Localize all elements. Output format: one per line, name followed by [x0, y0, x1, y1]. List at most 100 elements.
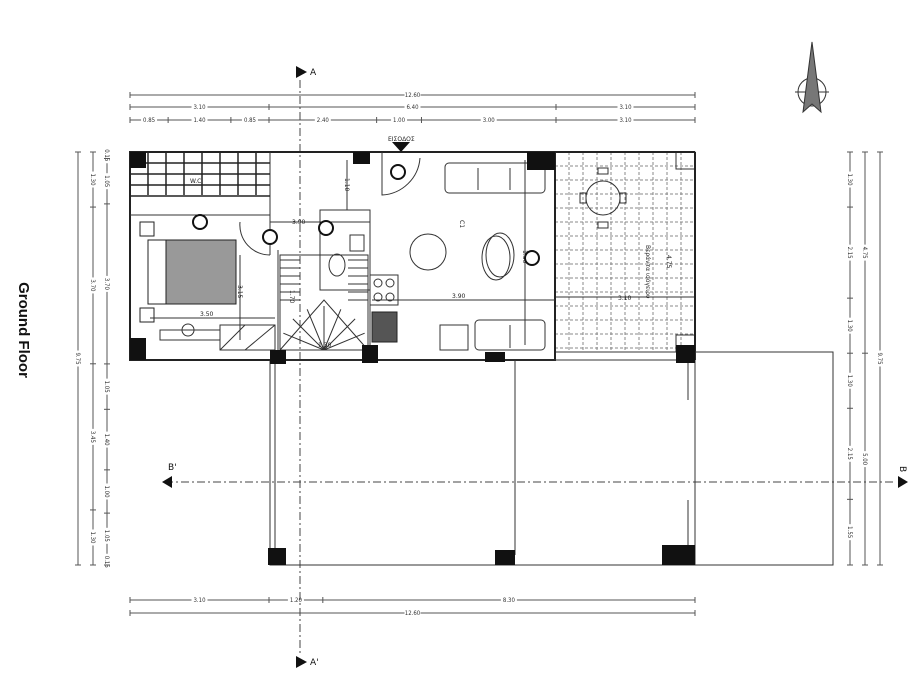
wc-tiles: [129, 151, 270, 197]
living-label: C1: [458, 220, 465, 228]
entry-height: 1.10: [343, 178, 350, 192]
stair-step: [323, 332, 365, 351]
stair-step: [292, 318, 325, 351]
section-label-b-prime: B': [168, 463, 177, 473]
dimension-label: 4.75: [861, 247, 868, 259]
dimension-label: 3.00: [483, 117, 496, 124]
dimension-label-bg: [74, 350, 82, 367]
dimension-label: 6.40: [406, 104, 419, 111]
dimension-label: 1.55: [846, 526, 853, 538]
veranda-width: 3.10: [618, 295, 632, 302]
hall: 3.90 1.10 ΕΙΣΟΔΟΣ: [239, 136, 421, 277]
dimension-label: 1.40: [193, 117, 206, 124]
dimension-label-bg: [89, 171, 97, 188]
fixture-markers: [192, 164, 540, 266]
north-arrow-icon: [795, 41, 829, 114]
stair-step: [283, 332, 325, 351]
dimension-label-bg: [846, 445, 854, 462]
bedroom: 3.50 3.15: [139, 221, 276, 351]
dimension-label-bg: [89, 529, 97, 546]
dimension-label: 9.75: [876, 352, 883, 364]
dimension-label: 3.10: [193, 597, 206, 604]
stair-width: 1.30: [318, 342, 332, 349]
dimension-label: 12.60: [405, 92, 421, 99]
section-line-a: A A': [296, 66, 319, 668]
dimension-label: 0.15: [103, 556, 110, 568]
dimension-label-bg: [287, 596, 304, 603]
dimension-label: 3.70: [89, 279, 96, 292]
dimension-label-bg: [861, 244, 869, 261]
dimension-label: 1.30: [89, 174, 96, 187]
veranda-dim: 4.75: [665, 255, 672, 269]
dimension-label: 1.40: [103, 434, 110, 447]
dimension-label: 3.10: [193, 104, 206, 111]
dimension-label-bg: [191, 116, 208, 123]
section-label-a: A: [310, 68, 317, 78]
dimension-label-bg: [103, 147, 111, 164]
dimension-label: 0.15: [103, 149, 110, 161]
dimension-label-bg: [141, 116, 158, 123]
dimension-label-bg: [89, 277, 97, 294]
dimension-label: 1.20: [290, 597, 303, 604]
dimension-label-bg: [89, 428, 97, 445]
dimension-label-bg: [861, 451, 869, 468]
section-line-b: B' B: [162, 463, 908, 488]
dimension-label: 3.45: [89, 431, 96, 443]
dimension-label-bg: [876, 350, 884, 367]
veranda: Βεράντα ισόγειου 4.75 3.10: [554, 151, 696, 353]
dimension-label-bg: [241, 116, 258, 123]
hall-width: 3.90: [292, 219, 306, 226]
dimension-label-bg: [480, 116, 497, 123]
dimension-label-bg: [314, 116, 331, 123]
dimension-label: 5.00: [861, 453, 868, 466]
dimension-label-bg: [846, 524, 854, 541]
dimension-label-bg: [103, 378, 111, 395]
dimension-label-bg: [191, 596, 208, 603]
dimension-label-bg: [404, 609, 421, 616]
dimension-label-bg: [391, 116, 408, 123]
bedroom-width: 3.50: [200, 311, 214, 318]
kitchen: [369, 274, 469, 351]
veranda-label: Βεράντα ισόγειου: [644, 245, 651, 299]
dimension-label: 2.15: [846, 247, 853, 259]
dimension-label: 1.00: [393, 117, 406, 124]
dimension-label: 1.30: [846, 174, 853, 187]
wc-label: W.C: [190, 178, 201, 185]
dimension-label-bg: [103, 483, 111, 500]
dimension-label: 0.85: [244, 117, 256, 124]
dimension-label: 9.75: [74, 352, 81, 364]
dimension-label: 12.60: [405, 610, 421, 617]
section-label-b: B: [897, 466, 907, 472]
staircase: 1.30 1.70: [279, 254, 369, 351]
walls: [129, 151, 834, 566]
dimension-label-bg: [103, 431, 111, 448]
stair-label: 1.70: [288, 290, 295, 304]
living-room: C1 1.56 3.90: [372, 160, 555, 351]
plan-title: Ground Floor: [15, 282, 32, 378]
stair-step: [323, 318, 356, 351]
entrance-label: ΕΙΣΟΔΟΣ: [388, 136, 415, 143]
dimension-label-bg: [103, 527, 111, 544]
dimension-label-bg: [103, 275, 111, 292]
dimension-label-bg: [617, 103, 634, 110]
dimension-label: 1.00: [103, 485, 110, 498]
dimension-label-bg: [846, 244, 854, 261]
bedroom-height: 3.15: [236, 285, 243, 299]
dimension-label: 3.70: [103, 278, 110, 291]
dimension-label-bg: [846, 372, 854, 389]
dimension-label: 0.85: [143, 117, 155, 124]
dimension-label: 1.30: [89, 531, 96, 544]
dimension-label: 1.30: [846, 320, 853, 333]
dimension-label: 1.30: [846, 375, 853, 388]
dimension-label: 1.05: [103, 381, 110, 393]
dimension-label-bg: [500, 596, 517, 603]
dimension-label-bg: [846, 317, 854, 334]
dimension-label: 1.05: [103, 175, 110, 187]
dimension-label: 2.15: [846, 448, 853, 460]
dimension-label: 8.30: [503, 597, 516, 604]
dimension-label-bg: [103, 173, 111, 190]
section-label-a-prime: A': [310, 658, 319, 668]
dimension-label: 1.05: [103, 530, 110, 542]
